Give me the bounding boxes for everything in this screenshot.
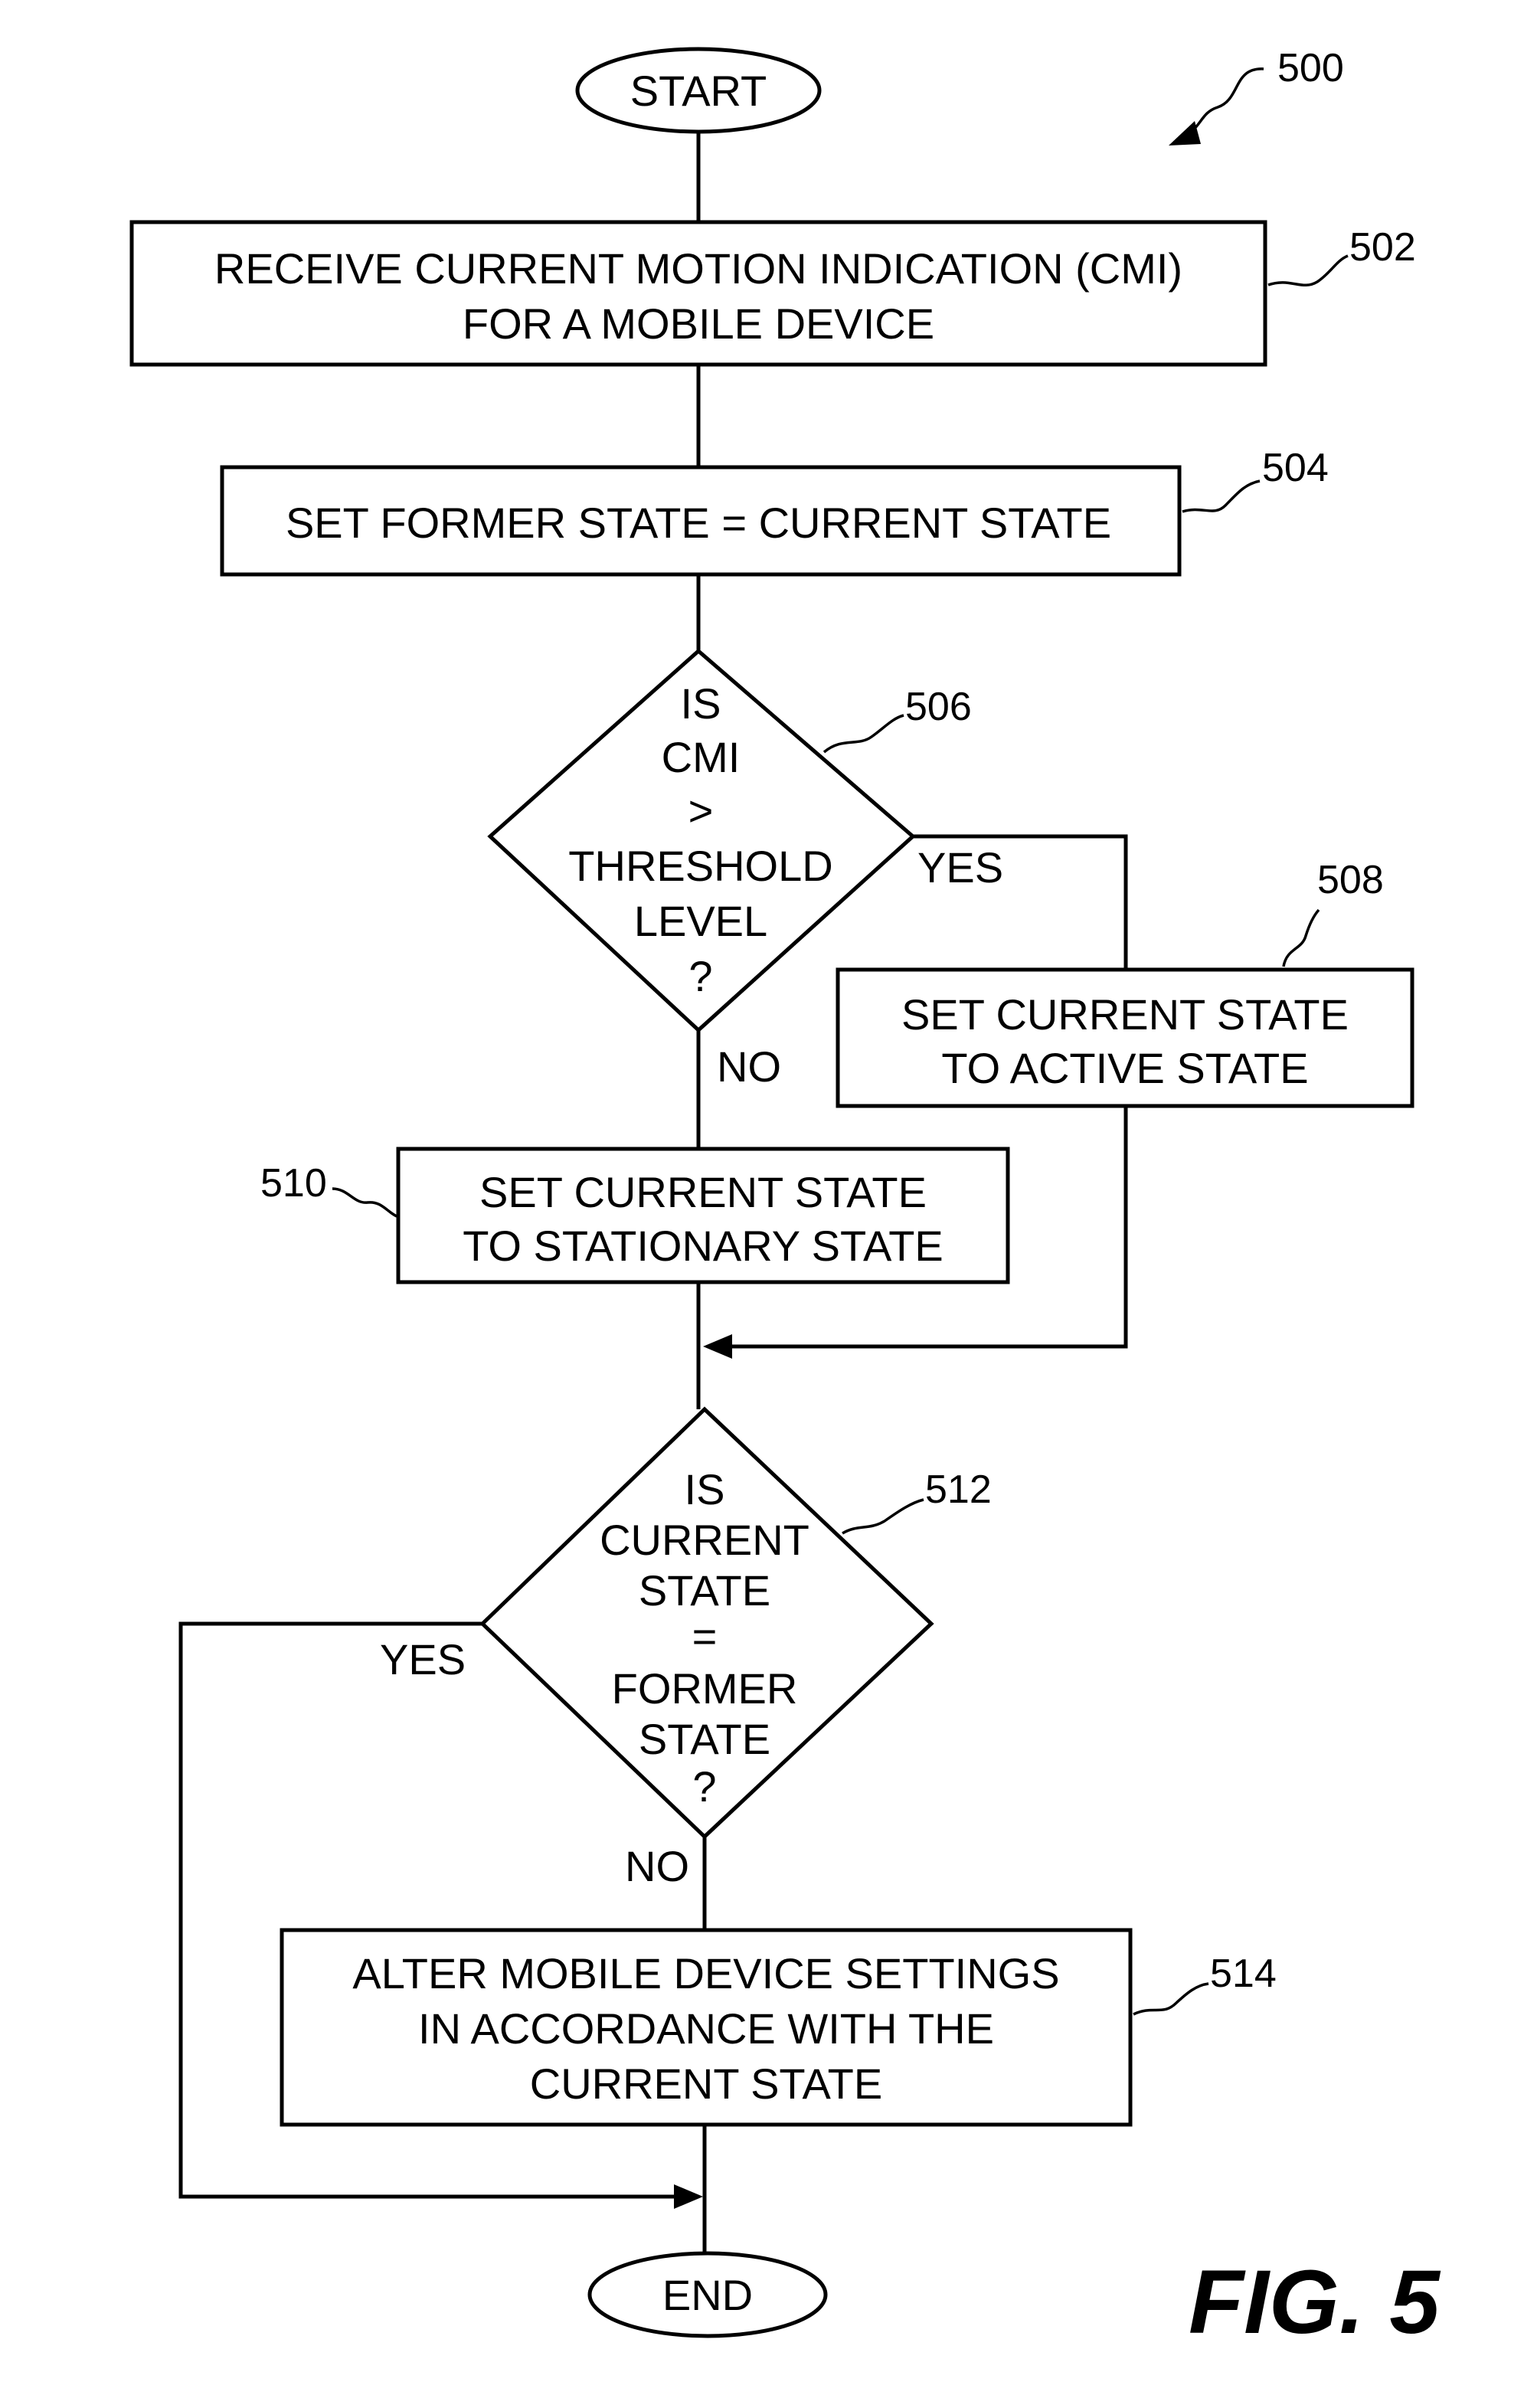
ref-500-arrowhead bbox=[1169, 121, 1201, 146]
ref-508-label: 508 bbox=[1317, 858, 1384, 902]
ref-504-label: 504 bbox=[1262, 446, 1329, 490]
step-502-line-1: RECEIVE CURRENT MOTION INDICATION (CMI) bbox=[214, 244, 1182, 293]
decision-512-line-1: IS bbox=[685, 1465, 725, 1513]
decision-512-line-3: STATE bbox=[639, 1566, 770, 1615]
step-502: RECEIVE CURRENT MOTION INDICATION (CMI) … bbox=[132, 222, 1265, 365]
end-label: END bbox=[662, 2271, 753, 2319]
decision-512-line-2: CURRENT bbox=[600, 1516, 809, 1564]
decision-506-line-1: IS bbox=[681, 679, 721, 728]
decision-506-line-5: LEVEL bbox=[634, 897, 767, 945]
step-514-line-2: IN ACCORDANCE WITH THE bbox=[418, 2004, 994, 2053]
ref-514-leader bbox=[1133, 1984, 1208, 2014]
step-504: SET FORMER STATE = CURRENT STATE bbox=[222, 467, 1179, 574]
decision-506-no-label: NO bbox=[717, 1042, 781, 1091]
decision-512-line-6: STATE bbox=[639, 1715, 770, 1763]
step-510-line-1: SET CURRENT STATE bbox=[479, 1168, 927, 1216]
step-514-line-1: ALTER MOBILE DEVICE SETTINGS bbox=[352, 1949, 1059, 1997]
decision-512-line-5: FORMER bbox=[612, 1664, 798, 1713]
start-terminal: START bbox=[577, 49, 819, 132]
ref-500-label: 500 bbox=[1277, 46, 1344, 90]
decision-506-line-3: > bbox=[688, 787, 714, 835]
ref-502-leader bbox=[1268, 256, 1348, 285]
decision-506-line-4: THRESHOLD bbox=[568, 842, 832, 890]
step-508: SET CURRENT STATE TO ACTIVE STATE bbox=[838, 970, 1412, 1106]
step-502-line-2: FOR A MOBILE DEVICE bbox=[463, 299, 934, 348]
step-504-line-1: SET FORMER STATE = CURRENT STATE bbox=[286, 499, 1111, 547]
decision-512: IS CURRENT STATE = FORMER STATE ? bbox=[482, 1409, 931, 1837]
decision-506-line-2: CMI bbox=[662, 733, 741, 781]
ref-506-label: 506 bbox=[905, 685, 972, 729]
decision-512-line-4: = bbox=[692, 1612, 718, 1660]
ref-510-label: 510 bbox=[260, 1161, 327, 1206]
decision-512-no-label: NO bbox=[625, 1842, 689, 1890]
ref-508-leader bbox=[1284, 910, 1319, 967]
ref-512-leader bbox=[842, 1500, 924, 1533]
ref-514-label: 514 bbox=[1210, 1952, 1277, 1996]
step-514-line-3: CURRENT STATE bbox=[530, 2060, 882, 2108]
ref-506-leader bbox=[824, 715, 904, 752]
decision-506-yes-label: YES bbox=[917, 843, 1003, 892]
step-510-line-2: TO STATIONARY STATE bbox=[463, 1222, 944, 1270]
end-terminal: END bbox=[590, 2253, 826, 2336]
ref-504-leader bbox=[1182, 481, 1260, 512]
start-label: START bbox=[630, 67, 767, 115]
ref-512-label: 512 bbox=[925, 1467, 992, 1512]
step-508-line-1: SET CURRENT STATE bbox=[901, 990, 1349, 1039]
decision-512-yes-label: YES bbox=[380, 1635, 466, 1683]
ref-502-label: 502 bbox=[1349, 225, 1416, 270]
step-508-line-2: TO ACTIVE STATE bbox=[941, 1044, 1308, 1092]
figure-label: FIG. 5 bbox=[1189, 2252, 1441, 2353]
ref-510-leader bbox=[332, 1189, 397, 1216]
step-510: SET CURRENT STATE TO STATIONARY STATE bbox=[398, 1149, 1008, 1282]
bypass-arrowhead bbox=[674, 2184, 703, 2209]
decision-512-line-7: ? bbox=[692, 1762, 716, 1811]
merge-arrowhead bbox=[703, 1334, 732, 1359]
step-514: ALTER MOBILE DEVICE SETTINGS IN ACCORDAN… bbox=[282, 1930, 1130, 2125]
decision-506-line-6: ? bbox=[688, 952, 712, 1000]
